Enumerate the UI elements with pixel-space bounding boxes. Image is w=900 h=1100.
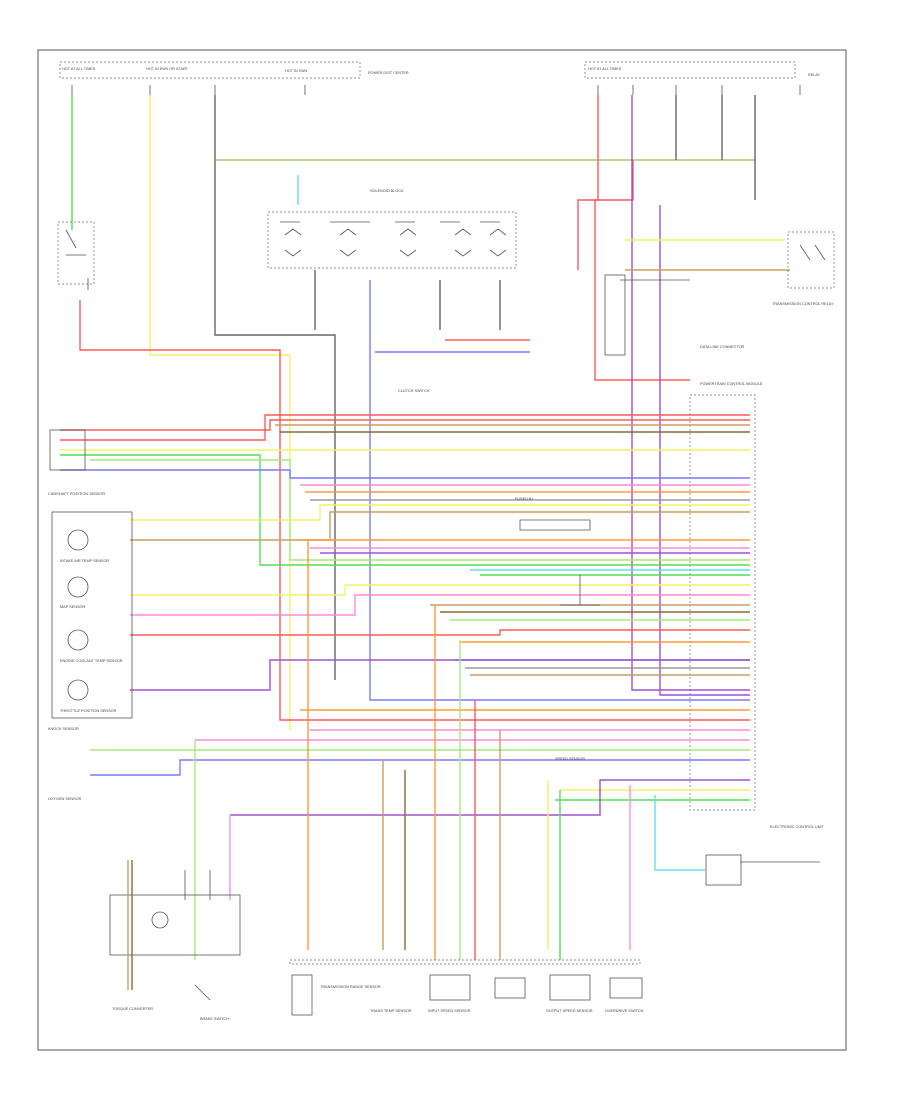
speed-sensor-box [519, 519, 591, 531]
top-label-3: HOT IN RUN [285, 69, 307, 73]
right-label-1: TRANSMISSION CONTROL RELAY [772, 302, 834, 306]
left-label-7: OXYGEN SENSOR [48, 797, 82, 801]
right-label-2: DATA LINK CONNECTOR [700, 345, 745, 349]
pcm-wires [60, 414, 750, 816]
left-label-5: THROTTLE POSITION SENSOR [60, 709, 117, 713]
left-label-2: INTAKE AIR TEMP SENSOR [60, 559, 109, 563]
diagram-frame [37, 49, 847, 1051]
fuses [71, 85, 801, 95]
wire-dark-feed [214, 95, 336, 680]
wire-red-right-2 [594, 160, 690, 381]
bottom-wires [194, 540, 705, 960]
pcm-label: POWERTRAIN CONTROL MODULE [700, 382, 763, 386]
top-label-1: HOT AT ALL TIMES [62, 67, 96, 71]
left-label-1: CAMSHAFT POSITION SENSOR [48, 492, 105, 496]
bottom-left-components: TORQUE CONVERTER BRAKE SWITCH [109, 860, 241, 1021]
bottom-label-5: OUTPUT SPEED SENSOR [546, 1009, 593, 1013]
top-labels: HOT AT ALL TIMES HOT IN RUN OR START HOT… [62, 67, 821, 77]
wire-violet-right [631, 95, 750, 691]
top-label-2: HOT IN RUN OR START [146, 67, 189, 71]
center-label-1: FUSED B+ [515, 497, 534, 501]
right-modules: TRANSMISSION CONTROL RELAY DATA LINK CON… [604, 231, 835, 886]
top-label-6: RELAY [808, 73, 821, 77]
center-label-3: SPEED SENSOR [555, 757, 585, 761]
wire-red-left [79, 300, 750, 721]
fuse-box-left [59, 61, 361, 79]
wire-red-right [577, 95, 599, 270]
solenoid-label: SOLENOID BLOCK [370, 189, 404, 193]
left-label-4: ENGINE COOLANT TEMP SENSOR [60, 659, 123, 663]
left-sensors: CAMSHAFT POSITION SENSOR INTAKE AIR TEMP… [48, 429, 133, 801]
bottom-label-2: BRAKE SWITCH [200, 1017, 229, 1021]
left-label-3: MAP SENSOR [60, 605, 86, 609]
bottom-connectors: TRANSMISSION RANGE SENSOR INPUT SPEED SE… [289, 959, 644, 1016]
wire-violet-right-2 [659, 205, 750, 696]
bottom-label-4: INPUT SPEED SENSOR [428, 1009, 471, 1013]
top-label-4: POWER DIST CENTER [368, 71, 409, 75]
left-relay [57, 221, 95, 285]
pcm-connector: POWERTRAIN CONTROL MODULE [689, 382, 763, 811]
right-label-3: ELECTRONIC CONTROL UNIT [770, 825, 825, 829]
top-label-5: HOT AT ALL TIMES [588, 67, 622, 71]
center-label-2: CLUTCH SWITCH [398, 389, 430, 393]
bottom-label-7: OVERDRIVE SWITCH [605, 1009, 644, 1013]
bottom-label-3: TRANSMISSION RANGE SENSOR [320, 985, 381, 989]
wire-blue-sol [369, 280, 750, 701]
clutch-switch [560, 575, 600, 606]
solenoid-block: SOLENOID BLOCK [267, 189, 517, 269]
bottom-label-6: TRANS TEMP SENSOR [370, 1009, 412, 1013]
fuse-box-right [584, 61, 796, 79]
bottom-label-1: TORQUE CONVERTER [112, 1007, 153, 1011]
left-label-6: KNOCK SENSOR [48, 727, 79, 731]
